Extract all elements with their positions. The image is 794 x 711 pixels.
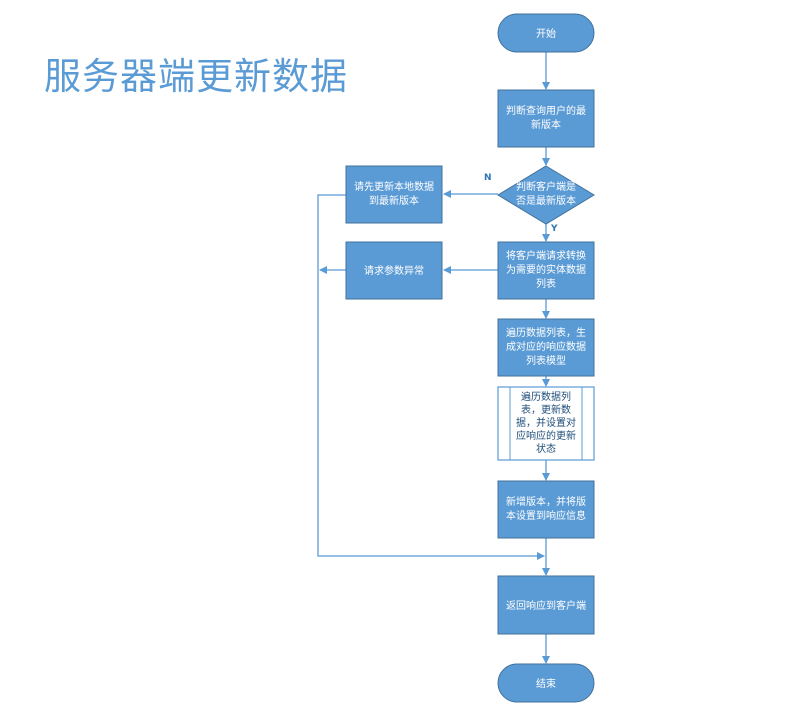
decision-node: 判断客户端是 否是最新版本 [497,165,595,225]
convert-label-1: 将客户端请求转换 [506,249,586,262]
decision-label-2: 否是最新版本 [516,194,576,207]
traverse-update-label-2: 表，更新数 [521,403,571,416]
page-title: 服务器端更新数据 [44,55,348,98]
update-local-label-2: 到最新版本 [369,194,419,207]
convert-label-3: 列表 [536,277,556,290]
start-label: 开始 [536,27,556,40]
branch-no-label: N [484,173,492,183]
branch-yes-label: Y [550,224,558,234]
decision-label-1: 判断客户端是 [516,180,576,193]
traverse-model-label-1: 遍历数据列表，生 [506,326,586,339]
return-node: 返回响应到客户端 [497,575,595,635]
query-version-node: 判断查询用户的最 新版本 [497,89,595,148]
traverse-model-label-3: 列表模型 [526,354,566,367]
traverse-update-label-3: 据，并设置对 [516,416,576,429]
query-version-label-1: 判断查询用户的最 [506,104,586,117]
traverse-model-label-2: 成对应的响应数据 [506,340,586,353]
end-node: 结束 [497,663,595,703]
param-error-node: 请求参数异常 [345,241,443,300]
convert-label-2: 为需要的实体数据 [506,263,586,276]
arrow-loop-back [317,194,545,560]
start-node: 开始 [497,13,595,53]
end-label: 结束 [536,677,556,690]
traverse-update-label-5: 状态 [536,442,556,455]
traverse-update-label-4: 应响应的更新 [516,429,576,442]
new-version-label-2: 本设置到响应信息 [506,509,586,522]
update-local-node: 请先更新本地数据 到最新版本 [345,165,443,224]
new-version-node: 新增版本，并将版 本设置到响应信息 [497,480,595,539]
new-version-label-1: 新增版本，并将版 [506,495,586,508]
traverse-model-node: 遍历数据列表，生 成对应的响应数据 列表模型 [497,318,595,377]
return-label: 返回响应到客户端 [506,599,586,612]
param-error-label: 请求参数异常 [364,264,424,277]
query-version-label-2: 新版本 [531,118,561,131]
convert-node: 将客户端请求转换 为需要的实体数据 列表 [497,241,595,300]
traverse-update-node: 遍历数据列 表，更新数 据，并设置对 应响应的更新 状态 [497,386,595,461]
traverse-update-label-1: 遍历数据列 [521,390,571,403]
connectors [317,52,550,664]
update-local-label-1: 请先更新本地数据 [354,180,434,193]
